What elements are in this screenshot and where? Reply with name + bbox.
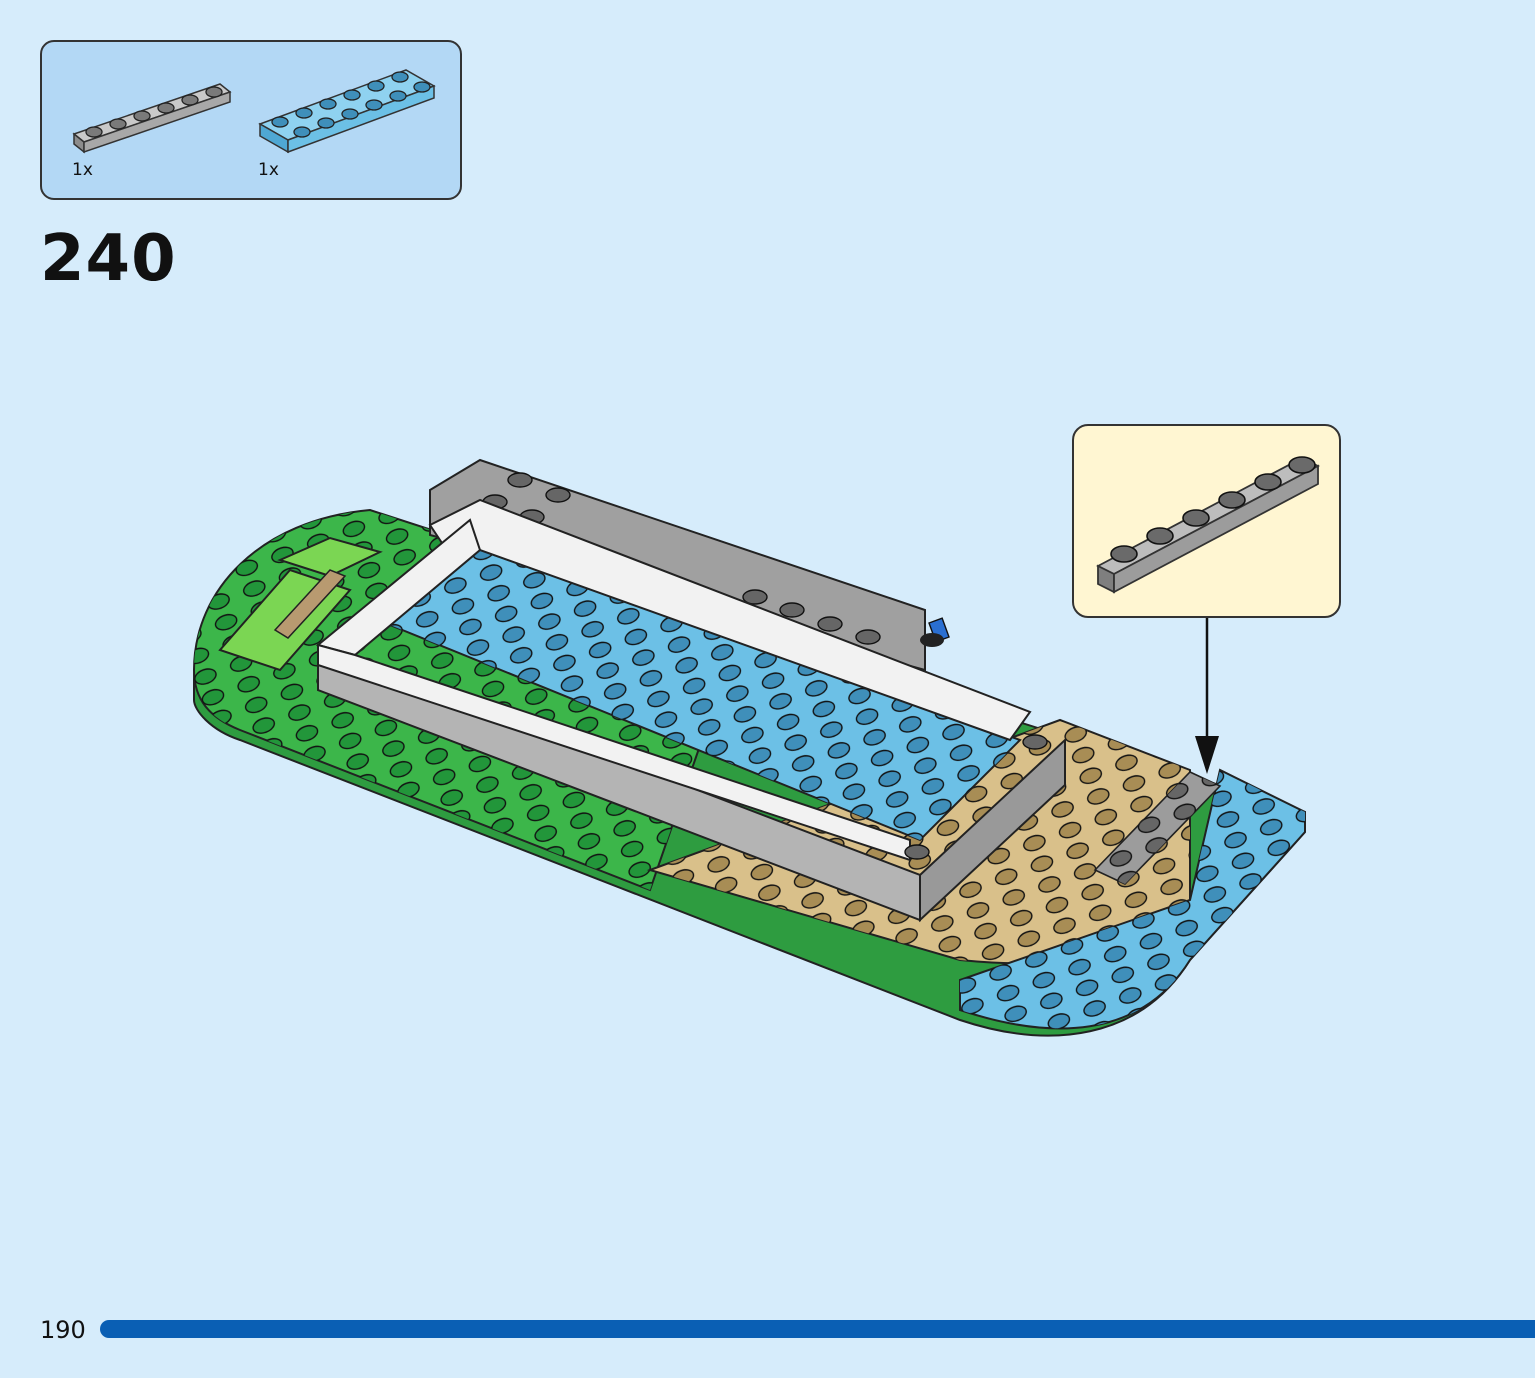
gray-plate-1x6-callout-image: [1096, 456, 1320, 594]
progress-bar: [100, 1320, 1535, 1338]
page-number: 190: [40, 1316, 86, 1344]
gray-plate-quantity: 1x: [72, 160, 93, 180]
callout-box: [1072, 424, 1341, 618]
parts-list: 1x 1x: [40, 40, 462, 200]
light-blue-plate-quantity: 1x: [258, 160, 279, 180]
model-assembly-illustration: [192, 458, 1306, 1037]
step-number: 240: [40, 222, 177, 296]
placement-arrow: [1195, 618, 1219, 774]
light-blue-plate-2x6-part-image: [258, 69, 436, 154]
gray-plate-1x6-part-image: [72, 83, 232, 154]
